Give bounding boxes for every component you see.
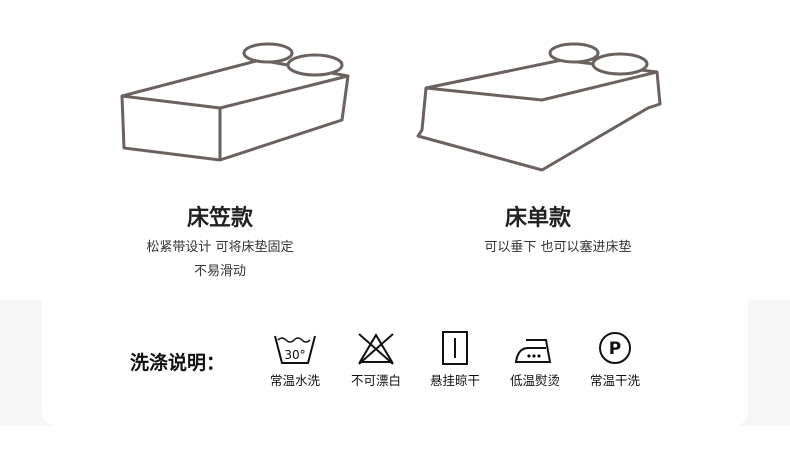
fitted-sheet-title: 床笠款: [186, 206, 253, 231]
care-label: 洗涤说明：: [130, 352, 226, 374]
care-label-text: 低温熨烫: [509, 373, 560, 388]
care-label-text: 常温干洗: [589, 373, 640, 388]
svg-text:30°: 30°: [284, 348, 305, 362]
desc-line: 不易滑动: [193, 264, 246, 279]
hang-dry-icon: [442, 331, 468, 365]
low-iron-icon: [514, 339, 552, 363]
care-item-wash: 30° 常温水洗: [260, 330, 330, 389]
flat-sheet-desc: 可以垂下 也可以塞进床垫: [428, 236, 688, 260]
fitted-sheet-desc: 松紧带设计 可将床垫固定 不易滑动: [90, 236, 350, 284]
desc-line: 松紧带设计 可将床垫固定: [146, 240, 294, 255]
dry-clean-icon: P: [599, 332, 631, 364]
care-item-dry: 悬挂晾干: [420, 330, 490, 389]
fitted-sheet-bed-illustration: [120, 42, 350, 162]
care-label-text: 悬挂晾干: [429, 373, 480, 388]
flat-sheet-bed-illustration: [416, 42, 662, 172]
svg-text:P: P: [609, 339, 621, 359]
care-label-text: 常温水洗: [269, 373, 320, 388]
care-label-text: 不可漂白: [350, 373, 401, 388]
flat-sheet-title: 床单款: [504, 206, 571, 231]
care-card: [42, 300, 748, 426]
care-item-iron: 低温熨烫: [500, 330, 570, 389]
care-item-bleach: 不可漂白: [341, 330, 411, 389]
wash-30-icon: 30°: [274, 335, 316, 364]
desc-line: 可以垂下 也可以塞进床垫: [484, 240, 632, 255]
no-bleach-icon: [358, 333, 394, 365]
care-item-dryclean: P 常温干洗: [580, 330, 650, 389]
